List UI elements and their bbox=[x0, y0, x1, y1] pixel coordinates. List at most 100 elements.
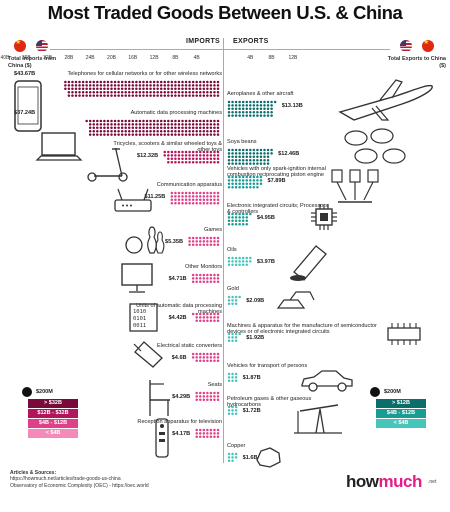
copper-nugget-icon bbox=[256, 447, 281, 468]
export-value-label: $7.89B bbox=[267, 178, 286, 184]
export-bar bbox=[227, 100, 277, 117]
imports-tick-label: 4B bbox=[193, 55, 200, 61]
import-category-label: Games bbox=[203, 227, 222, 233]
import-category-label: Other Monitors bbox=[185, 264, 222, 270]
export-value-label: $2.09B bbox=[246, 298, 265, 304]
import-category-label: Seats bbox=[207, 382, 222, 388]
imports-tick-label: 20B bbox=[107, 55, 116, 61]
import-category-label: Tricycles, scooters & similar wheeled to… bbox=[113, 141, 222, 154]
export-bar bbox=[227, 452, 238, 463]
legend-item: > $12B bbox=[376, 399, 426, 408]
export-bar bbox=[227, 212, 252, 226]
exports-tick-label: 4B bbox=[247, 55, 254, 61]
remote-control-icon bbox=[155, 418, 169, 458]
export-category-label: Aeroplanes & other aircraft bbox=[227, 91, 294, 97]
laptop-icon bbox=[35, 132, 83, 161]
export-bar bbox=[227, 332, 241, 343]
imports-label: IMPORTS bbox=[186, 38, 220, 45]
chair-icon bbox=[149, 380, 170, 416]
export-bar bbox=[227, 175, 263, 189]
export-category-label: Petroleum gases & other gaseous hydrocar… bbox=[227, 396, 312, 409]
import-bar bbox=[170, 191, 220, 205]
gold-bars-icon bbox=[276, 291, 315, 309]
import-bar bbox=[64, 80, 220, 97]
import-value-label: $5.35B bbox=[165, 239, 184, 245]
imports-tick-label: 16B bbox=[128, 55, 138, 61]
imports-tick-label: 12B bbox=[149, 55, 159, 61]
export-value-label: $1.6B bbox=[242, 455, 258, 461]
import-category-label: Telephones for cellular networks or for … bbox=[67, 71, 222, 77]
imports-tick-label: 24B bbox=[85, 55, 95, 61]
import-bar bbox=[191, 273, 220, 284]
import-category-label: Reception apparatus for television bbox=[137, 419, 222, 425]
legend-item: $4B - $12B bbox=[28, 419, 78, 428]
monitor-icon bbox=[121, 263, 153, 293]
us-flag-icon bbox=[36, 40, 48, 52]
imports-tick-label: 36B bbox=[21, 55, 31, 61]
export-value-label: $1.72B bbox=[242, 408, 261, 414]
import-value-label: $12.32B bbox=[137, 153, 159, 159]
smartphone-icon bbox=[14, 80, 42, 132]
right-total-label: Total Exports to China ($) bbox=[387, 56, 446, 69]
engine-piston-icon bbox=[331, 169, 379, 203]
svg-text:0011: 0011 bbox=[133, 323, 146, 329]
import-value-label: $4.6B bbox=[171, 355, 187, 361]
legend-item: > $32B bbox=[28, 399, 78, 408]
export-category-label: Electronic integrated circuits; Processo… bbox=[227, 203, 329, 216]
export-category-label: Machines & apparatus for the manufacture… bbox=[227, 323, 377, 336]
export-bar bbox=[227, 405, 238, 416]
import-category-label: Electrical static converters bbox=[157, 343, 222, 349]
legend-left-unit: $200M bbox=[36, 389, 53, 395]
china-flag-icon bbox=[14, 40, 26, 52]
router-icon bbox=[114, 188, 152, 212]
exports-tick-label: 12B bbox=[288, 55, 298, 61]
microchip-icon bbox=[311, 204, 337, 230]
legend-item: $12B - $32B bbox=[28, 409, 78, 418]
imports-tick-label: 28B bbox=[64, 55, 74, 61]
sources-heading: Articles & Sources: bbox=[10, 470, 57, 476]
export-category-label: Oils bbox=[227, 247, 237, 253]
import-bar bbox=[188, 236, 220, 247]
import-value-label: $4.17B bbox=[172, 431, 191, 437]
source-line-2: Observatory of Economic Complexity (OEC)… bbox=[10, 482, 149, 489]
export-value-label: $1.87B bbox=[242, 375, 261, 381]
legend-right-unit: $200M bbox=[384, 389, 401, 395]
center-axis bbox=[223, 38, 224, 463]
export-category-label: Vehicles for transport of persons bbox=[227, 363, 308, 369]
export-bar bbox=[227, 256, 252, 267]
airplane-icon bbox=[338, 79, 433, 121]
export-bar bbox=[227, 295, 241, 306]
import-value-label: $11.25B bbox=[144, 194, 166, 200]
import-value-label: $43.67B bbox=[14, 71, 36, 77]
import-value-label: $4.71B bbox=[168, 276, 187, 282]
exports-label: EXPORTS bbox=[233, 38, 269, 45]
import-category-label: Communication apparatus bbox=[156, 182, 222, 188]
bowling-icon bbox=[125, 226, 165, 254]
import-bar bbox=[85, 119, 220, 136]
scooter-icon bbox=[87, 148, 128, 182]
export-value-label: $1.92B bbox=[246, 335, 265, 341]
oil-barrel-icon bbox=[290, 245, 327, 281]
brand-logo: howmuch bbox=[346, 472, 422, 492]
export-value-label: $13.13B bbox=[281, 103, 303, 109]
import-bar bbox=[191, 352, 220, 363]
export-category-label: Gold bbox=[227, 286, 239, 292]
export-value-label: $3.97B bbox=[256, 259, 275, 265]
left-total-label: Total imports from China ($) bbox=[8, 56, 57, 69]
exports-tick-label: 8B bbox=[268, 55, 275, 61]
import-category-label: Automatic data processing machines bbox=[130, 110, 222, 116]
import-bar bbox=[191, 312, 220, 323]
brand-suffix: .net bbox=[428, 479, 437, 485]
imports-tick-label: 40B bbox=[0, 55, 10, 61]
import-value-label: $4.29B bbox=[172, 394, 191, 400]
oil-pump-icon bbox=[294, 404, 342, 434]
svg-text:0101: 0101 bbox=[133, 316, 146, 322]
legend-item: $4B - $12B bbox=[376, 409, 426, 418]
import-value-label: $37.24B bbox=[14, 110, 36, 116]
source-line-1: https://howmuch.net/articles/trade-goods… bbox=[10, 476, 121, 483]
export-value-label: $12.46B bbox=[278, 151, 300, 157]
import-bar bbox=[163, 150, 220, 164]
export-category-label: Copper bbox=[227, 443, 246, 449]
import-category-label: Units of automatic data processing machi… bbox=[136, 303, 222, 316]
